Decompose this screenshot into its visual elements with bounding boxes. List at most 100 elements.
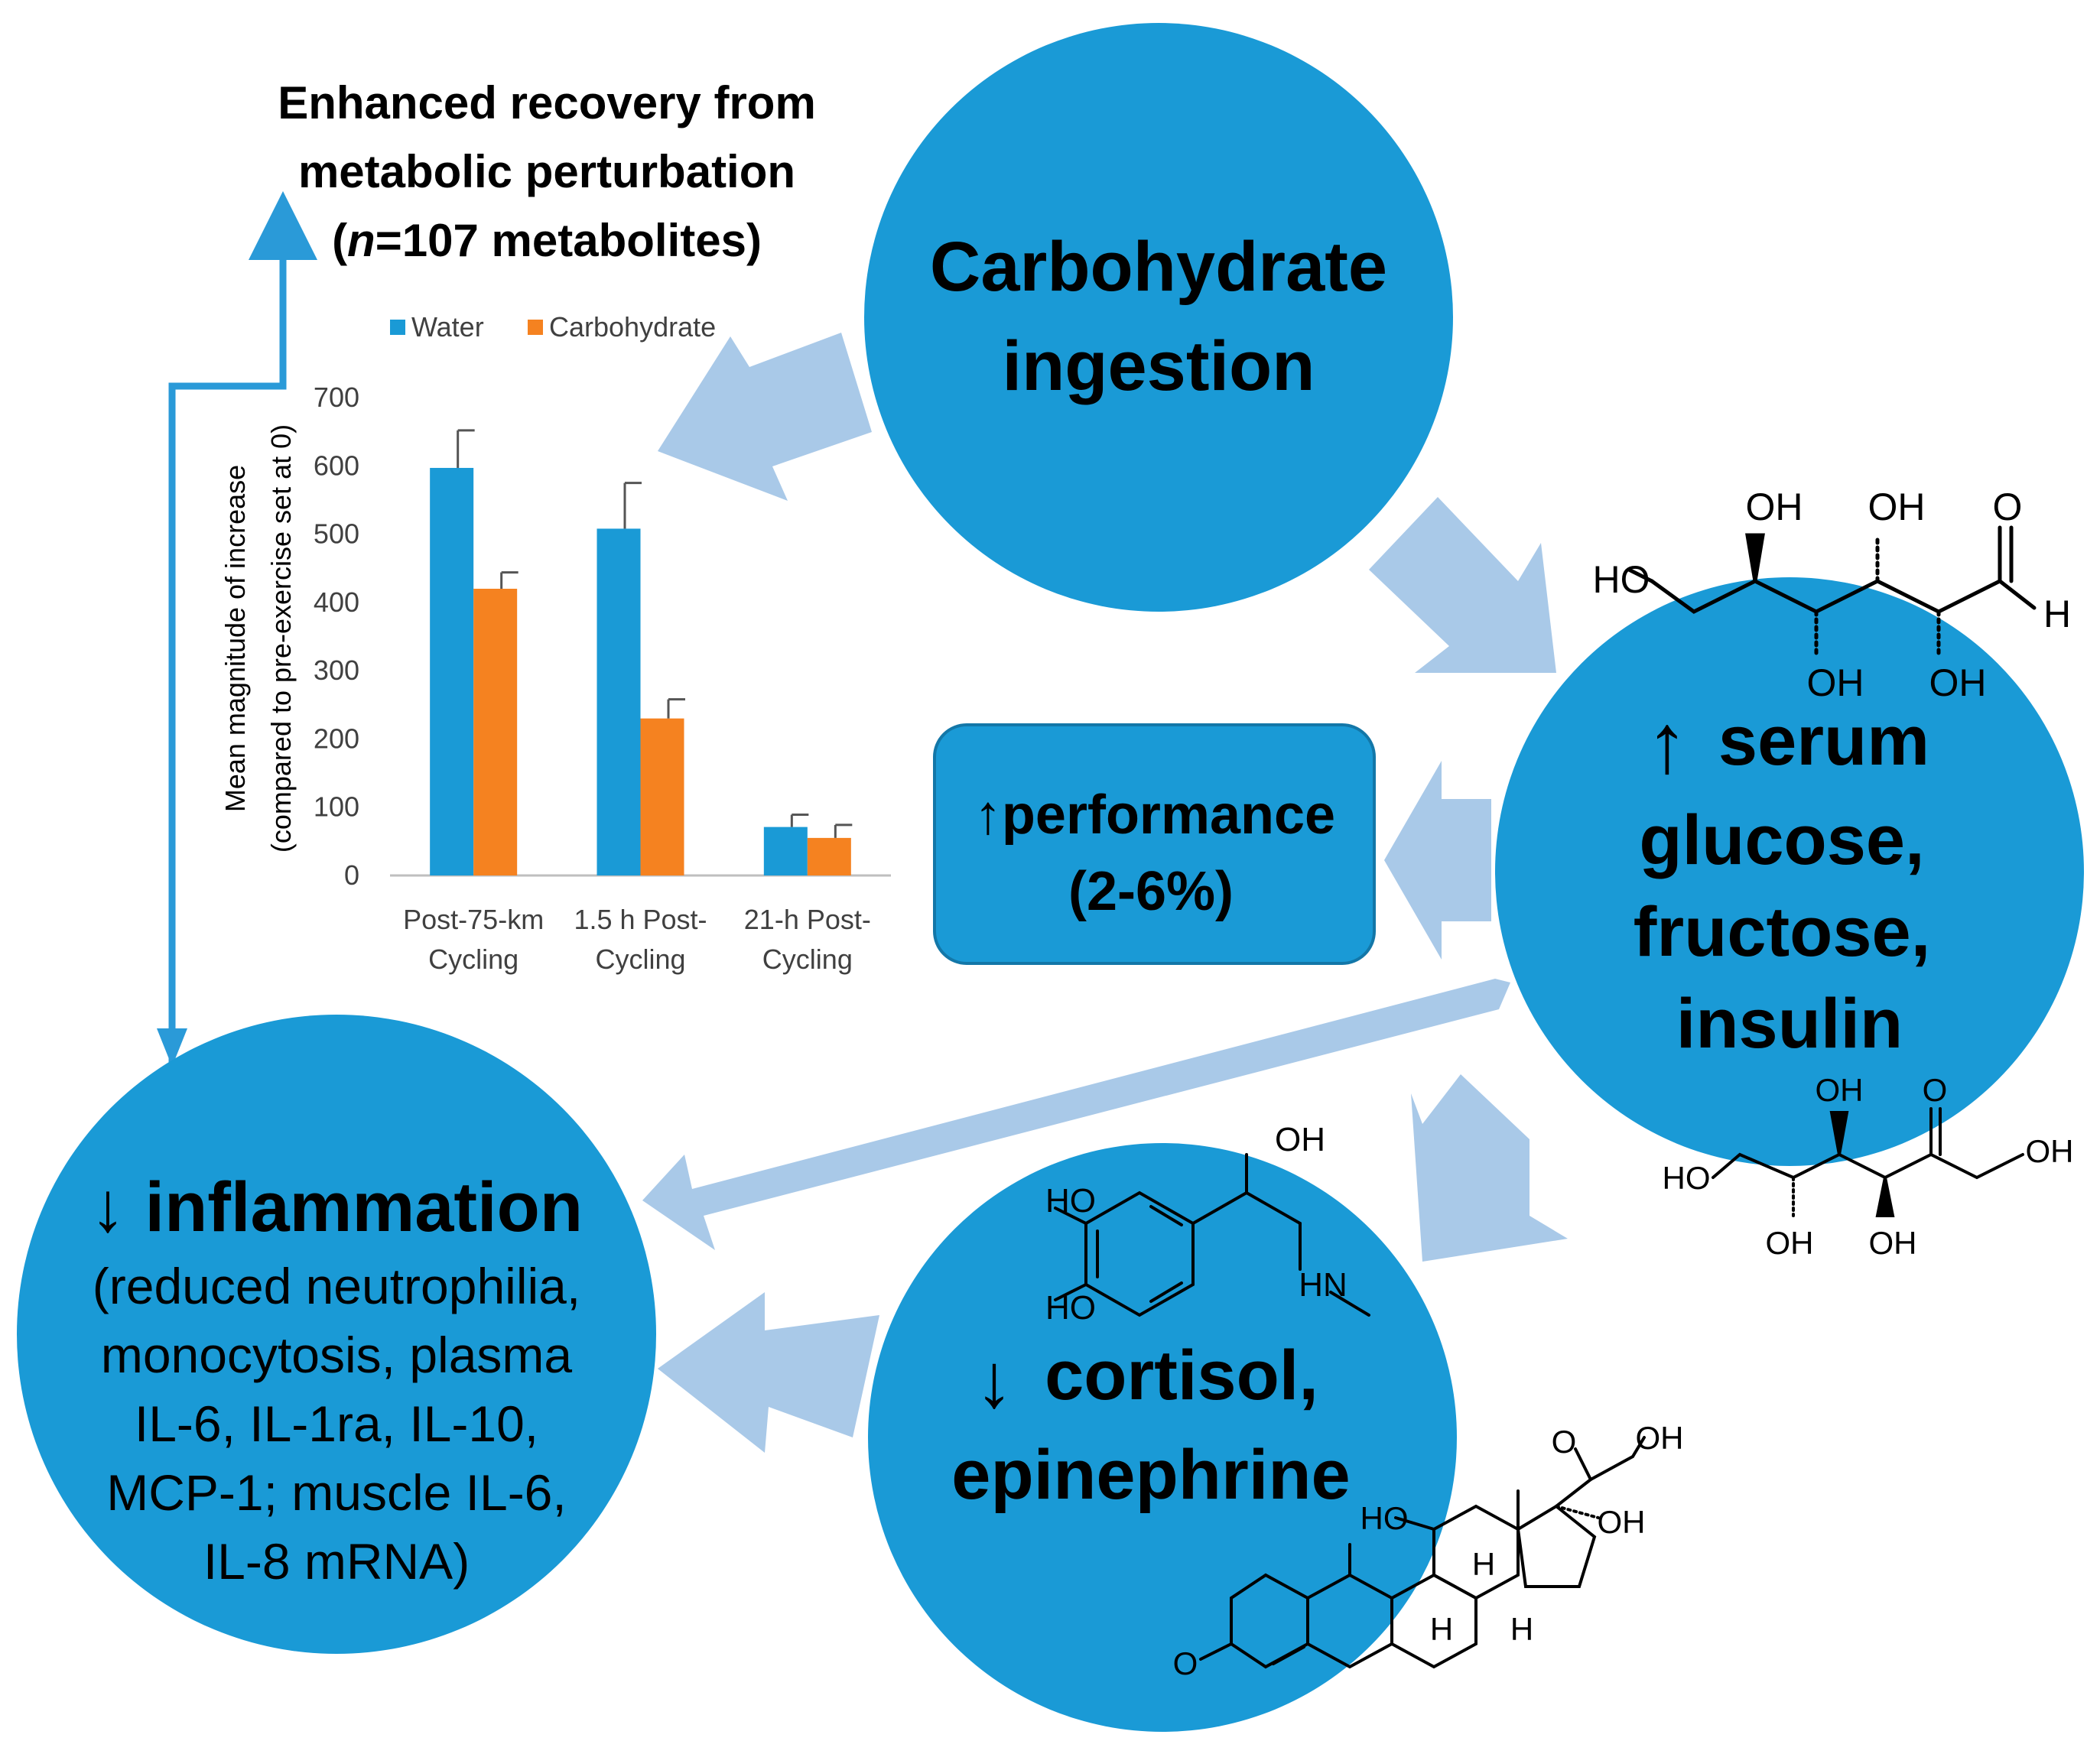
- cortisol-structure: [1199, 1436, 1646, 1669]
- svg-text:HO: HO: [1593, 558, 1650, 601]
- svg-text:OH: OH: [1807, 661, 1864, 704]
- svg-text:Carbohydrate: Carbohydrate: [930, 228, 1387, 306]
- svg-text:(reduced neutrophilia,: (reduced neutrophilia,: [93, 1258, 580, 1314]
- svg-text:metabolic perturbation: metabolic perturbation: [298, 146, 795, 197]
- cortisol-circle: [868, 1143, 1457, 1732]
- svg-text:(n=107 metabolites): (n=107 metabolites): [332, 215, 762, 266]
- svg-text:monocytosis, plasma: monocytosis, plasma: [101, 1327, 573, 1383]
- cortisol-labels: O OH HO OH H H H O: [1173, 1420, 1684, 1681]
- y-axis-label: (compared to pre-exercise set at 0): [265, 424, 297, 853]
- epinephrine-structure: [1054, 1153, 1370, 1317]
- x-tick-label: 1.5 h Post-: [574, 904, 707, 935]
- svg-text:H: H: [2043, 593, 2071, 635]
- svg-text:HO: HO: [1045, 1289, 1096, 1327]
- svg-text:↓ inflammation: ↓ inflammation: [90, 1168, 583, 1246]
- svg-text:(2-6%): (2-6%): [1068, 861, 1234, 922]
- svg-text:OH: OH: [1929, 661, 1987, 704]
- svg-text:H: H: [1510, 1611, 1533, 1647]
- carbohydrate-ingestion-circle: [864, 23, 1453, 612]
- svg-text:IL-8 mRNA): IL-8 mRNA): [203, 1533, 470, 1590]
- legend-swatch-water: [390, 320, 405, 335]
- carbohydrate-ingestion-label: Carbohydrate ingestion: [930, 228, 1387, 405]
- svg-text:IL-6, IL-1ra, IL-10,: IL-6, IL-1ra, IL-10,: [135, 1395, 538, 1452]
- svg-text:OH: OH: [1746, 486, 1803, 528]
- svg-text:fructose,: fructose,: [1634, 893, 1931, 971]
- epinephrine-labels: OH HO HO HN: [1045, 1121, 1347, 1327]
- cortisol-label: ↓ cortisol, epinephrine: [951, 1337, 1350, 1514]
- svg-text:OH: OH: [1766, 1225, 1814, 1261]
- svg-text:OH: OH: [1636, 1420, 1684, 1456]
- serum-label: ↑ serum glucose, fructose, insulin: [1634, 697, 1931, 1063]
- glucose-structure: [1627, 525, 2037, 660]
- svg-text:H: H: [1472, 1546, 1495, 1582]
- legend-label-carbohydrate: Carbohydrate: [549, 311, 716, 343]
- arrow-cortisol-to-inflammation: [658, 1292, 879, 1453]
- fructose-structure: [1712, 1107, 2024, 1217]
- legend-label-water: Water: [411, 311, 484, 343]
- arrow-serum-to-performance: [1384, 761, 1491, 960]
- y-tick-label: 700: [314, 382, 359, 413]
- svg-text:HN: HN: [1299, 1266, 1347, 1304]
- recovery-title: Enhanced recovery from metabolic perturb…: [278, 77, 816, 266]
- svg-text:OH: OH: [1869, 1225, 1917, 1261]
- y-tick-label: 200: [314, 723, 359, 754]
- svg-text:serum: serum: [1718, 702, 1929, 780]
- bar-carbohydrate: [473, 589, 518, 875]
- svg-text:OH: OH: [1598, 1504, 1646, 1540]
- bar-water: [430, 467, 474, 875]
- arrow-carb-to-serum: [1369, 497, 1556, 673]
- svg-text:HO: HO: [1360, 1500, 1409, 1536]
- bar-water: [597, 528, 641, 875]
- y-tick-label: 500: [314, 518, 359, 550]
- svg-text:H: H: [1430, 1611, 1453, 1647]
- arrow-serum-to-inflammation: [642, 979, 1510, 1250]
- x-tick-label: Post-75-km: [403, 904, 544, 935]
- svg-text:Enhanced recovery from: Enhanced recovery from: [278, 77, 816, 128]
- y-tick-label: 100: [314, 791, 359, 823]
- y-axis-label: Mean magnitude of increase: [219, 465, 251, 812]
- performance-label: ↑performance (2-6%): [974, 784, 1335, 922]
- svg-text:OH: OH: [1275, 1121, 1325, 1158]
- svg-text:cortisol,: cortisol,: [1045, 1337, 1318, 1415]
- svg-text:MCP-1; muscle IL-6,: MCP-1; muscle IL-6,: [106, 1464, 566, 1521]
- svg-text:OH: OH: [1868, 486, 1926, 528]
- inflammation-circle: [17, 1015, 656, 1654]
- svg-text:HO: HO: [1045, 1182, 1096, 1220]
- y-tick-label: 400: [314, 586, 359, 618]
- bar-carbohydrate: [640, 718, 684, 875]
- serum-circle: [1495, 577, 2084, 1166]
- svg-text:insulin: insulin: [1676, 985, 1903, 1063]
- feedback-arrow: [168, 191, 317, 1063]
- svg-text:↑performance: ↑performance: [974, 784, 1335, 846]
- arrow-serum-to-cortisol: [1411, 1074, 1568, 1262]
- x-tick-label: 21-h Post-: [744, 904, 871, 935]
- svg-text:O: O: [1993, 486, 2023, 528]
- x-tick-label: Cycling: [762, 944, 853, 975]
- svg-text:HO: HO: [1663, 1160, 1711, 1196]
- performance-box: [933, 723, 1376, 965]
- svg-text:epinephrine: epinephrine: [951, 1436, 1350, 1514]
- svg-text:ingestion: ingestion: [1003, 327, 1315, 405]
- svg-text:OH: OH: [1816, 1072, 1864, 1108]
- flow-arrows: [642, 333, 1568, 1453]
- svg-text:O: O: [1552, 1424, 1577, 1460]
- svg-text:O: O: [1173, 1645, 1198, 1681]
- inflammation-label: ↓ inflammation (reduced neutrophilia, mo…: [90, 1168, 583, 1590]
- fructose-labels: OH O OH HO OH OH: [1663, 1072, 2074, 1261]
- svg-text:↓: ↓: [975, 1338, 1013, 1424]
- bar-water: [763, 827, 808, 875]
- x-tick-label: Cycling: [428, 944, 518, 975]
- bar-carbohydrate: [807, 837, 851, 875]
- legend-swatch-carbohydrate: [528, 320, 543, 335]
- y-tick-label: 0: [344, 859, 359, 891]
- y-tick-label: 300: [314, 654, 359, 686]
- svg-text:O: O: [1923, 1072, 1948, 1108]
- svg-text:glucose,: glucose,: [1639, 801, 1924, 879]
- svg-text:OH: OH: [2026, 1133, 2074, 1169]
- feedback-arrow-bottom-head: [157, 1028, 187, 1067]
- y-tick-label: 600: [314, 450, 359, 481]
- x-tick-label: Cycling: [595, 944, 685, 975]
- svg-text:↑: ↑: [1647, 697, 1689, 791]
